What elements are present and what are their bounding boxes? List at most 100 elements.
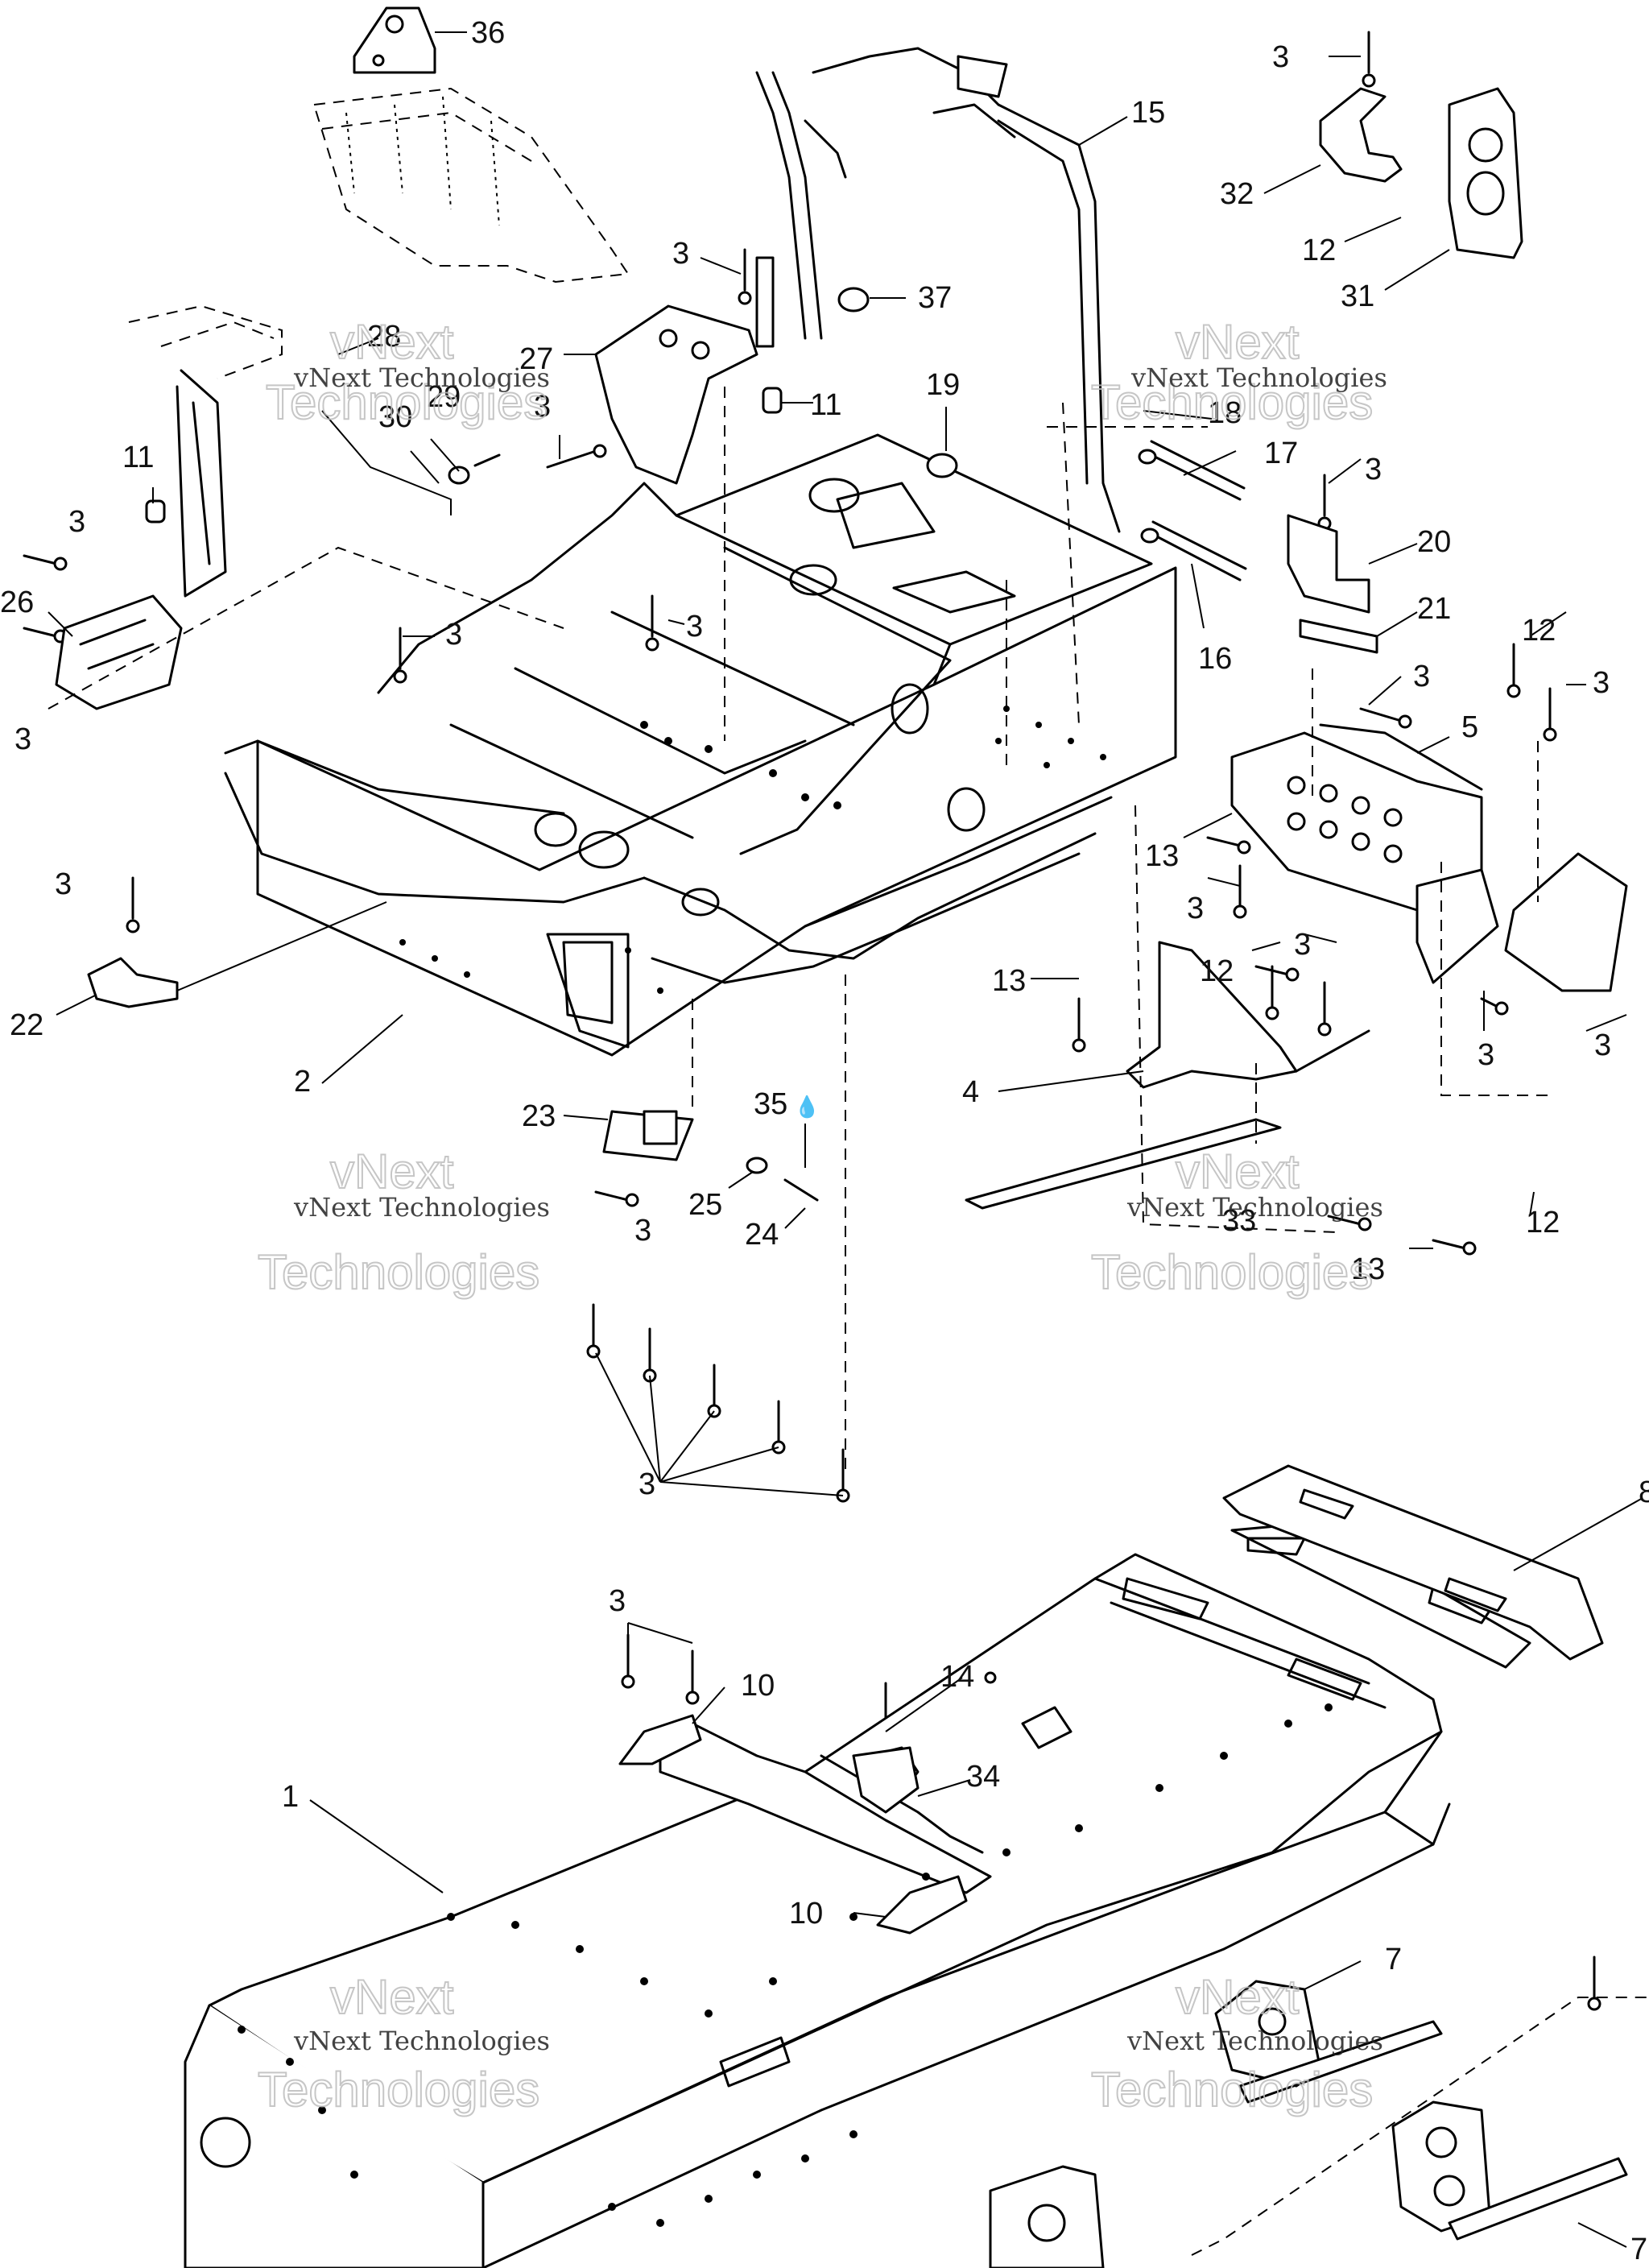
watermark-2: vNext Technologies vNext Technologies	[1090, 314, 1387, 430]
callout-20: 20	[1417, 525, 1451, 559]
plate-part-8	[1222, 1464, 1604, 1661]
callout-25: 25	[688, 1188, 722, 1222]
callout-11: 11	[122, 441, 154, 474]
drop-icon: 💧	[794, 1095, 820, 1120]
callout-29: 29	[427, 380, 461, 414]
callout-3: 3	[1272, 40, 1289, 74]
callout-3: 3	[1593, 666, 1610, 700]
svg-text:vNext Technologies: vNext Technologies	[1130, 362, 1387, 393]
callout-3: 3	[14, 722, 31, 756]
washer-bolt-24-25	[746, 1157, 819, 1202]
bracket-36	[353, 6, 436, 74]
callout-10: 10	[741, 1669, 775, 1703]
brackets-20-21	[1287, 514, 1378, 654]
svg-text:vNext: vNext	[1176, 315, 1300, 369]
callout-13: 13	[992, 964, 1026, 998]
front-frame-part-2	[224, 433, 1177, 1057]
svg-text:vNext: vNext	[330, 1970, 454, 2024]
callout-13: 13	[1351, 1252, 1385, 1286]
svg-text:Technologies: Technologies	[1091, 2063, 1373, 2117]
callout-4: 4	[962, 1075, 979, 1109]
svg-text:vNext: vNext	[330, 315, 454, 369]
callout-3: 3	[534, 390, 551, 424]
callout-26: 26	[0, 586, 34, 619]
callout-18: 18	[1208, 396, 1242, 430]
hinge-23	[602, 1110, 694, 1161]
callout-33: 33	[1222, 1204, 1256, 1238]
small-hardware	[145, 287, 1247, 581]
heat-shield-dashed	[312, 87, 630, 284]
callout-37: 37	[918, 281, 952, 315]
callout-16: 16	[1198, 642, 1232, 676]
callout-3: 3	[672, 237, 689, 271]
callout-12: 12	[1200, 954, 1234, 988]
callout-12: 12	[1302, 234, 1336, 267]
svg-text:Technologies: Technologies	[1091, 1245, 1373, 1299]
callout-14: 14	[940, 1660, 974, 1694]
callout-7: 7	[1385, 1943, 1402, 1976]
callout-2: 2	[294, 1065, 311, 1099]
tunnel-part-1	[184, 1521, 1531, 2268]
callout-12: 12	[1526, 1206, 1560, 1240]
callout-3: 3	[639, 1467, 655, 1501]
watermark-5: vNext Technologies vNext Technologies	[257, 1969, 550, 2117]
svg-text:vNext Technologies: vNext Technologies	[293, 2026, 550, 2056]
callout-22: 22	[10, 1008, 43, 1042]
svg-text:vNext Technologies: vNext Technologies	[293, 1192, 550, 1223]
callout-35: 35	[754, 1087, 787, 1121]
brackets-10-34	[618, 1671, 997, 1935]
callout-24: 24	[745, 1218, 779, 1252]
brackets-part-7	[989, 1980, 1649, 2268]
svg-text:vNext Technologies: vNext Technologies	[1126, 1192, 1383, 1223]
callout-23: 23	[522, 1099, 556, 1133]
steering-column-part-15	[755, 47, 1121, 533]
svg-text:Technologies: Technologies	[1091, 375, 1373, 429]
callout-3: 3	[68, 505, 85, 539]
callout-21: 21	[1417, 592, 1451, 626]
callout-3: 3	[686, 610, 703, 644]
callout-7: 7	[1630, 2233, 1647, 2266]
leader-lines	[48, 31, 1643, 2248]
svg-text:Technologies: Technologies	[258, 2063, 539, 2117]
callout-3: 3	[609, 1584, 626, 1618]
callout-3: 3	[1187, 892, 1204, 925]
svg-text:vNext: vNext	[1176, 1970, 1300, 2024]
watermark-3: vNext Technologies vNext Technologies	[257, 1144, 550, 1300]
svg-text:vNext Technologies: vNext Technologies	[293, 362, 550, 393]
callout-15: 15	[1131, 96, 1165, 130]
callout-36: 36	[471, 16, 505, 50]
callout-5: 5	[1461, 710, 1478, 744]
callout-labels: 36 15 3 32 12 31 3 37 28 27 11 19 29 30 …	[0, 16, 1649, 2266]
plate-26	[55, 594, 183, 710]
callout-31: 31	[1341, 279, 1374, 313]
clip-22	[87, 957, 179, 1008]
watermark-6: vNext Technologies vNext Technologies	[1090, 1969, 1383, 2117]
callout-3: 3	[1594, 1028, 1611, 1062]
callout-3: 3	[634, 1214, 651, 1248]
svg-text:vNext: vNext	[330, 1144, 454, 1198]
callout-1: 1	[282, 1780, 299, 1814]
callout-17: 17	[1264, 437, 1298, 470]
svg-text:vNext: vNext	[1176, 1144, 1300, 1198]
steering-bracket-28	[128, 304, 452, 598]
callout-10: 10	[789, 1897, 823, 1931]
callout-3: 3	[55, 867, 72, 901]
callout-3: 3	[1413, 660, 1430, 693]
watermarks: vNext Technologies vNext Technologies vN…	[257, 314, 1387, 2117]
svg-text:Technologies: Technologies	[266, 375, 548, 429]
callout-3: 3	[1365, 453, 1382, 486]
callout-3: 3	[1294, 928, 1311, 962]
svg-text:Technologies: Technologies	[258, 1245, 539, 1299]
callout-32: 32	[1220, 177, 1254, 211]
callout-3: 3	[445, 618, 462, 652]
callout-8: 8	[1639, 1475, 1649, 1509]
brackets-31-32	[1319, 87, 1523, 259]
callout-28: 28	[367, 320, 401, 354]
callout-12: 12	[1522, 614, 1556, 648]
watermark-1: vNext Technologies vNext Technologies	[265, 314, 550, 430]
callout-13: 13	[1145, 839, 1179, 873]
callout-27: 27	[519, 342, 553, 376]
footrest-part-4	[965, 941, 1370, 1210]
watermark-4: vNext Technologies vNext Technologies	[1090, 1144, 1383, 1300]
